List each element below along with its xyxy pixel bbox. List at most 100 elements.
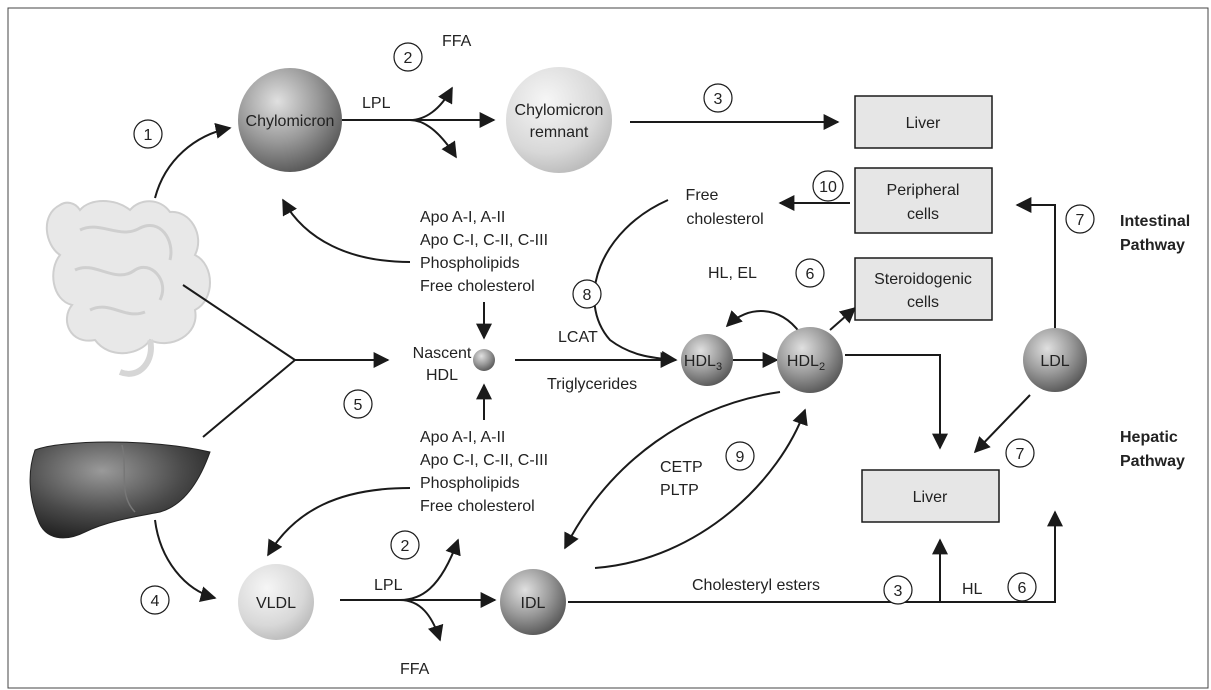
peripheral-cells-box: [854, 167, 993, 234]
apo-bottom-line-3: Phospholipids: [420, 475, 520, 492]
intestinal-pathway-2: Pathway: [1120, 237, 1185, 254]
step-3-top-number: 3: [714, 91, 723, 108]
arrow-apo-chylomicron: [282, 198, 411, 263]
step-9-number: 9: [736, 449, 745, 466]
peripheral-label-2: cells: [907, 206, 939, 223]
idl-label: IDL: [521, 595, 546, 612]
arrow-free-chol-hdl3: [593, 199, 678, 367]
nascent-label-1: Nascent: [413, 345, 472, 362]
hl-el-label: HL, EL: [708, 265, 757, 282]
step-3-top-circle: [703, 83, 733, 113]
steroidogenic-label-2: cells: [907, 294, 939, 311]
arrow-lpl-ffa-top: [342, 86, 453, 121]
apo-top-line-4: Free cholesterol: [420, 278, 535, 295]
hl-label: HL: [962, 581, 983, 598]
step-6-bottom-circle: [1007, 572, 1037, 602]
step-10-circle: [812, 170, 844, 202]
peripheral-label-1: Peripheral: [887, 182, 960, 199]
step-2-top-circle: [393, 42, 423, 72]
step-2-bottom-circle: [390, 530, 420, 560]
apo-bottom-line-1: Apo A-I, A-II: [420, 429, 505, 446]
arrow-apo-vldl: [267, 487, 411, 557]
remnant-label-2: remnant: [530, 124, 589, 141]
arrow-hdl2-hdl3: [725, 310, 801, 334]
ldl-sphere: [1023, 328, 1087, 392]
apo-top-line-3: Phospholipids: [420, 255, 520, 272]
step-3-bottom-number: 3: [894, 583, 903, 600]
step-4-circle: [140, 585, 170, 615]
hdl2-sphere: [777, 327, 843, 393]
lpl-bottom-label: LPL: [374, 577, 403, 594]
apo-top-line-1: Apo A-I, A-II: [420, 209, 505, 226]
hdl3-sphere: [681, 334, 733, 386]
vldl-sphere: [238, 564, 314, 640]
step-6-bottom-number: 6: [1018, 580, 1027, 597]
cetp-label: CETP: [660, 459, 703, 476]
step-7-top-number: 7: [1076, 212, 1085, 229]
arrow-liver-vldl: [154, 519, 217, 603]
step-10-number: 10: [819, 179, 837, 196]
lcat-label: LCAT: [558, 329, 598, 346]
chylomicron-sphere: [238, 68, 342, 172]
cholesteryl-esters-label: Cholesteryl esters: [692, 577, 820, 594]
step-5-number: 5: [354, 397, 363, 414]
nascent-hdl-sphere: [473, 349, 495, 371]
step-8-number: 8: [583, 287, 592, 304]
step-1-number: 1: [144, 127, 153, 144]
step-4-number: 4: [151, 593, 160, 610]
vldl-label: VLDL: [256, 595, 296, 612]
step-2-top-number: 2: [404, 50, 413, 67]
liver-bottom-label: Liver: [913, 489, 948, 506]
step-5-circle: [343, 389, 373, 419]
step-9-circle: [725, 441, 755, 471]
apo-bottom-line-2: Apo C-I, C-II, C-III: [420, 452, 548, 469]
ffa-bottom-label: FFA: [400, 661, 430, 678]
arrow-hdl2-idl: [564, 391, 781, 550]
arrow-idl-hdl2: [594, 408, 808, 569]
liver-top-box: [854, 95, 993, 149]
lpl-top-label: LPL: [362, 95, 391, 112]
step-7-bottom-circle: [1005, 438, 1035, 468]
triglycerides-label: Triglycerides: [547, 376, 637, 393]
arrow-hdl2-liver: [845, 354, 948, 450]
step-3-bottom-circle: [883, 575, 913, 605]
step-6-top-number: 6: [806, 266, 815, 283]
step-1-circle: [133, 119, 163, 149]
intestine-icon: [45, 200, 211, 377]
hdl2-label: HDL2: [787, 353, 825, 373]
free-chol-label-1: Free: [686, 187, 719, 204]
arrow-hdl2-steroidogenic: [829, 306, 857, 331]
liver-bottom-box: [861, 469, 1000, 523]
free-chol-label-2: cholesterol: [686, 211, 763, 228]
arrow-intestine-chylomicron: [154, 122, 232, 199]
arrow-ldl-liver: [973, 394, 1031, 454]
arrow-lpl-down-top: [409, 119, 457, 159]
arrow-idl-ldl: [568, 510, 1063, 603]
arrow-lpl-ffa-bottom: [399, 599, 444, 642]
intestinal-pathway-1: Intestinal: [1120, 213, 1190, 230]
hepatic-pathway-2: Pathway: [1120, 453, 1185, 470]
ffa-top-label: FFA: [442, 33, 472, 50]
nascent-label-2: HDL: [426, 367, 458, 384]
steroidogenic-cells-box: [854, 257, 993, 321]
ldl-label: LDL: [1040, 353, 1069, 370]
hdl3-label: HDL3: [684, 353, 722, 373]
remnant-label-1: Chylomicron: [515, 102, 604, 119]
arrow-ldl-peripheral: [1015, 197, 1056, 330]
frame-border: [7, 7, 1209, 689]
step-7-top-circle: [1065, 204, 1095, 234]
step-2-bottom-number: 2: [401, 538, 410, 555]
apo-top-line-2: Apo C-I, C-II, C-III: [420, 232, 548, 249]
chylomicron-remnant-sphere: [506, 67, 612, 173]
step-8-circle: [572, 279, 602, 309]
idl-sphere: [500, 569, 566, 635]
step-7-bottom-number: 7: [1016, 446, 1025, 463]
steroidogenic-label-1: Steroidogenic: [874, 271, 972, 288]
hepatic-pathway-1: Hepatic: [1120, 429, 1178, 446]
apo-bottom-line-4: Free cholesterol: [420, 498, 535, 515]
pltp-label: PLTP: [660, 482, 699, 499]
liver-icon: [29, 441, 211, 539]
chylomicron-label: Chylomicron: [246, 113, 335, 130]
